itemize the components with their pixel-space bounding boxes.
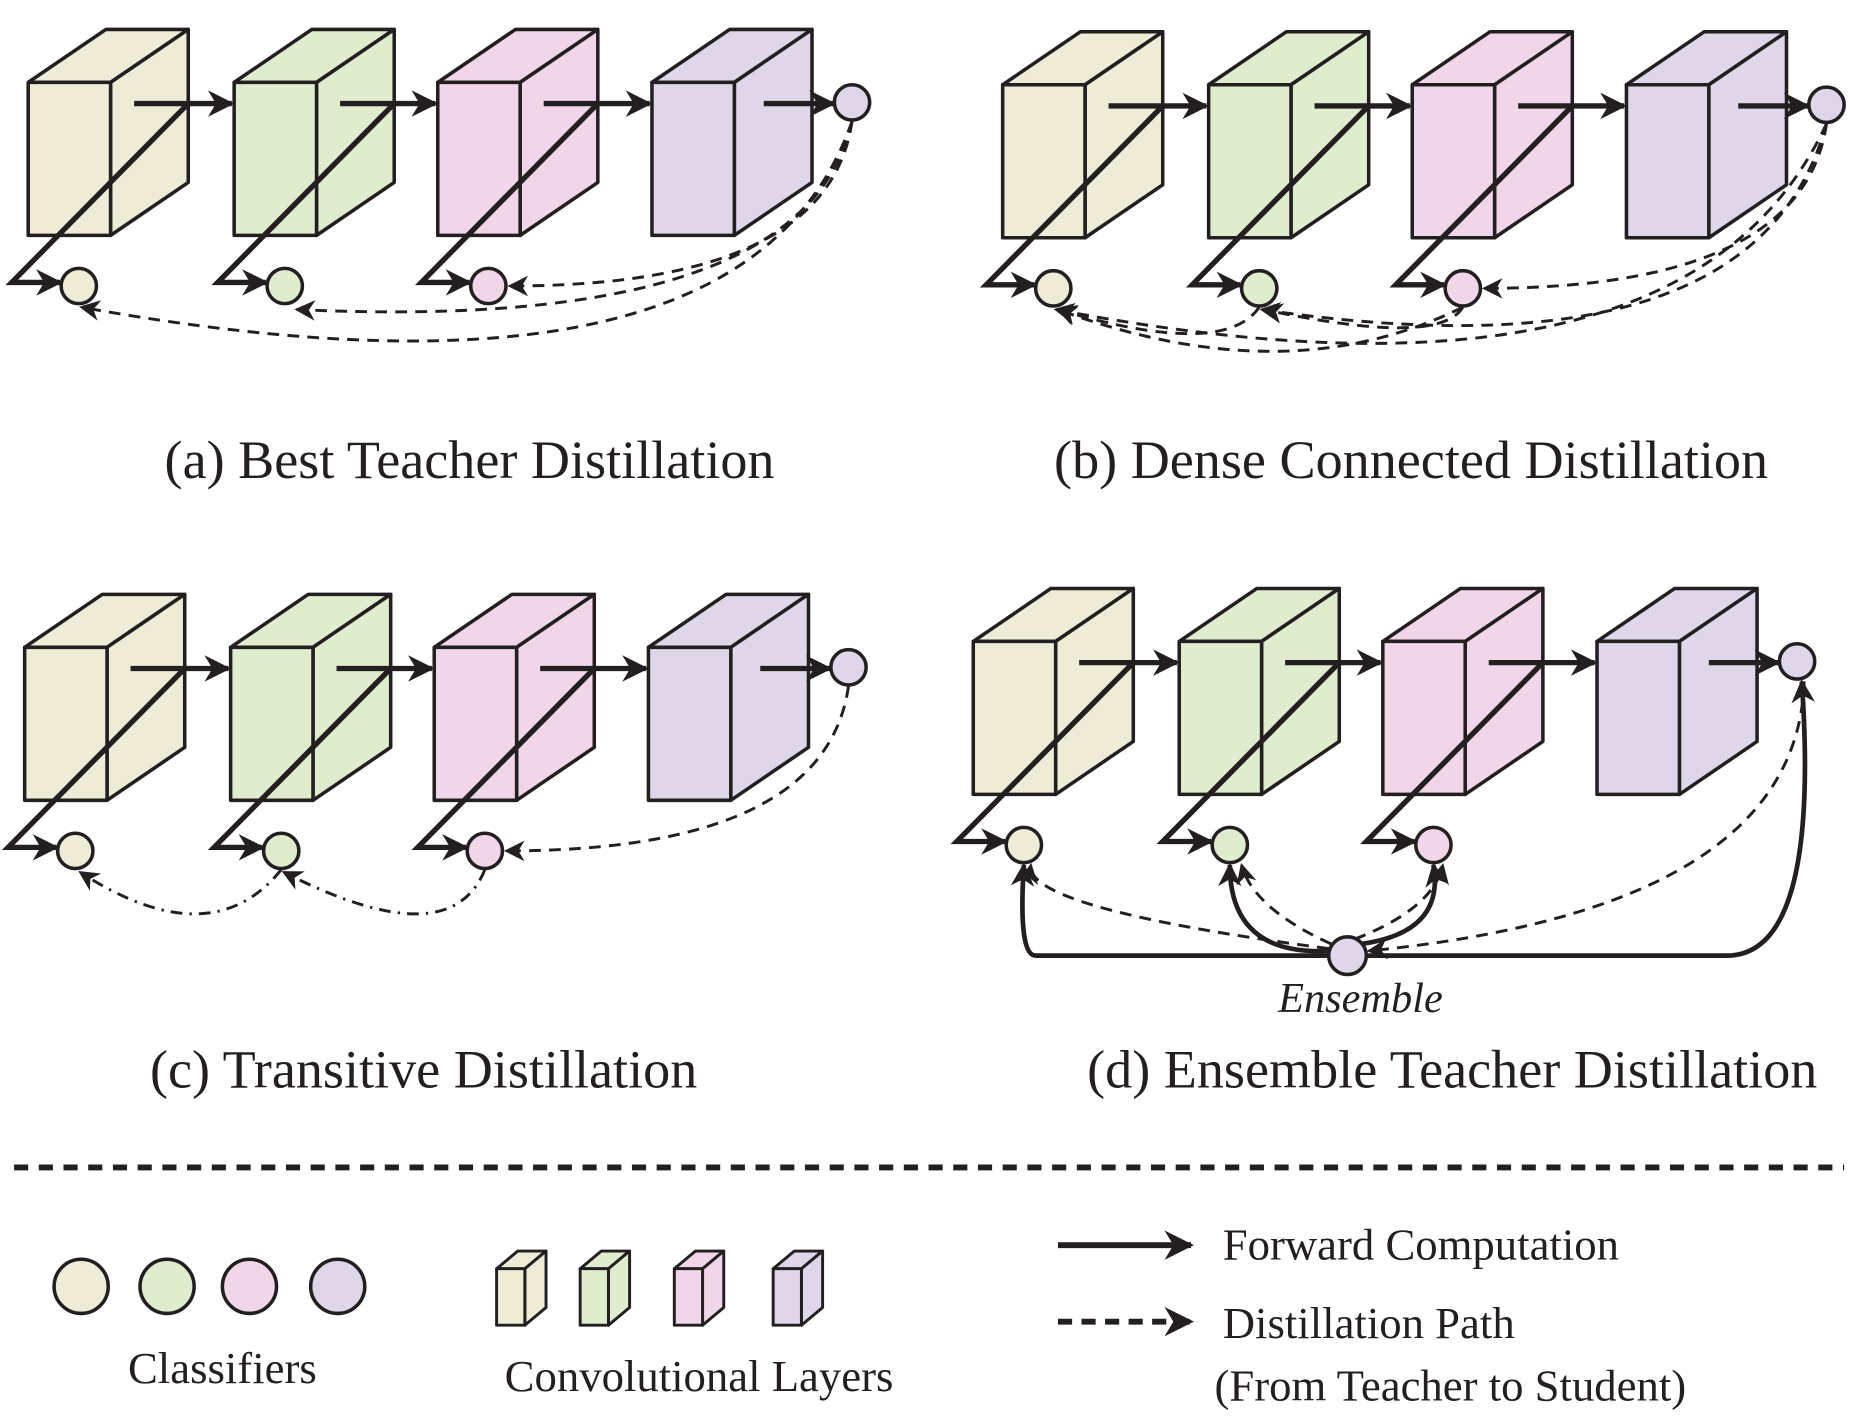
distill-path [1366, 681, 1806, 960]
panel-c [1, 592, 868, 916]
classifier-2 [261, 831, 301, 871]
distill-path [1056, 305, 1464, 353]
classifier-branch-arrow [414, 101, 600, 296]
conv-layer-1 [26, 27, 191, 238]
ensemble-label: Ensemble [1277, 975, 1443, 1022]
classifier-branch-arrow [211, 101, 397, 296]
conv-layer-4 [650, 27, 814, 238]
distill-path [79, 120, 854, 343]
distill-path [503, 685, 850, 862]
distill-path [78, 868, 283, 916]
panel-d [950, 586, 1817, 977]
conv-layer-4 [1595, 586, 1759, 797]
ensemble-solid-path [1218, 862, 1329, 954]
conv-layer-2 [1206, 30, 1371, 240]
panel-a [5, 27, 872, 343]
classifier-2 [1210, 825, 1250, 865]
distill-path [294, 120, 854, 321]
conv-layer-3 [1381, 586, 1545, 797]
legend-classifiers-label: Classifiers [128, 1343, 317, 1393]
legend [52, 1249, 825, 1327]
ensemble-solid-path [1361, 862, 1449, 947]
classifier-3 [1414, 825, 1453, 865]
legend-conv-layer-1 [495, 1249, 548, 1327]
classifier-2 [1239, 268, 1279, 308]
caption-c: (c) Transitive Distillation [150, 1039, 697, 1099]
panel-b [979, 30, 1846, 353]
legend-classifier-2 [138, 1257, 196, 1316]
classifier-branch-arrow [1156, 660, 1342, 855]
classifier-2 [265, 266, 305, 306]
classifier-branch-arrow [1360, 660, 1545, 855]
distill-path [1017, 862, 1329, 951]
legend-classifier-4 [308, 1257, 367, 1316]
distill-path [281, 869, 487, 916]
classifier-branch-arrow [950, 660, 1136, 855]
conv-layer-4 [646, 592, 811, 803]
classifier-branch-arrow [1, 666, 187, 861]
classifier-1 [55, 831, 95, 871]
legend-conv-layers-label: Convolutional Layers [505, 1351, 894, 1401]
caption-d: (d) Ensemble Teacher Distillation [1087, 1039, 1817, 1099]
legend-conv-layer-2 [578, 1249, 632, 1327]
conv-layer-2 [228, 592, 393, 803]
ensemble-solid-path [1010, 862, 1329, 959]
conv-layer-3 [432, 592, 597, 803]
final-classifier [1807, 85, 1846, 125]
classifier-3 [468, 266, 508, 306]
classifier-branch-arrow [5, 101, 191, 296]
legend-classifier-1 [52, 1257, 110, 1316]
conv-layer-2 [1177, 586, 1342, 797]
distill-path [1481, 123, 1828, 299]
distill-path [1259, 123, 1828, 328]
conv-layer-1 [22, 592, 187, 803]
classifier-1 [1033, 268, 1073, 308]
caption-a: (a) Best Teacher Distillation [165, 430, 775, 490]
distill-path [1261, 303, 1465, 330]
legend-classifier-3 [220, 1257, 279, 1316]
ensemble-classifier [1326, 935, 1369, 977]
final-classifier [832, 82, 872, 122]
classifier-3 [1443, 268, 1483, 308]
classifier-branch-arrow [1389, 104, 1575, 299]
conv-layer-3 [435, 27, 600, 238]
conv-layer-2 [232, 27, 396, 238]
legend-distill-sub: (From Teacher to Student) [1215, 1361, 1687, 1411]
classifier-branch-arrow [979, 104, 1165, 299]
conv-layer-1 [971, 586, 1136, 797]
conv-layer-1 [1000, 30, 1165, 240]
final-classifier [1777, 642, 1817, 681]
classifier-1 [59, 266, 99, 306]
legend-distill-label: Distillation Path [1223, 1298, 1515, 1348]
final-classifier [829, 647, 868, 687]
classifier-1 [1004, 825, 1044, 865]
caption-b: (b) Dense Connected Distillation [1054, 430, 1768, 490]
classifier-branch-arrow [207, 666, 393, 861]
conv-layer-4 [1624, 30, 1789, 240]
legend-conv-layer-4 [771, 1249, 825, 1327]
classifier-3 [465, 831, 505, 871]
ensemble-solid-path [1366, 679, 1815, 959]
legend-conv-layer-3 [672, 1249, 726, 1327]
conv-layer-3 [1410, 30, 1575, 240]
legend-forward-label: Forward Computation [1223, 1219, 1619, 1269]
classifier-branch-arrow [1185, 104, 1371, 299]
distill-path [1053, 122, 1828, 345]
distill-path [1056, 304, 1261, 336]
distill-path [1354, 863, 1449, 941]
classifier-branch-arrow [411, 666, 597, 861]
